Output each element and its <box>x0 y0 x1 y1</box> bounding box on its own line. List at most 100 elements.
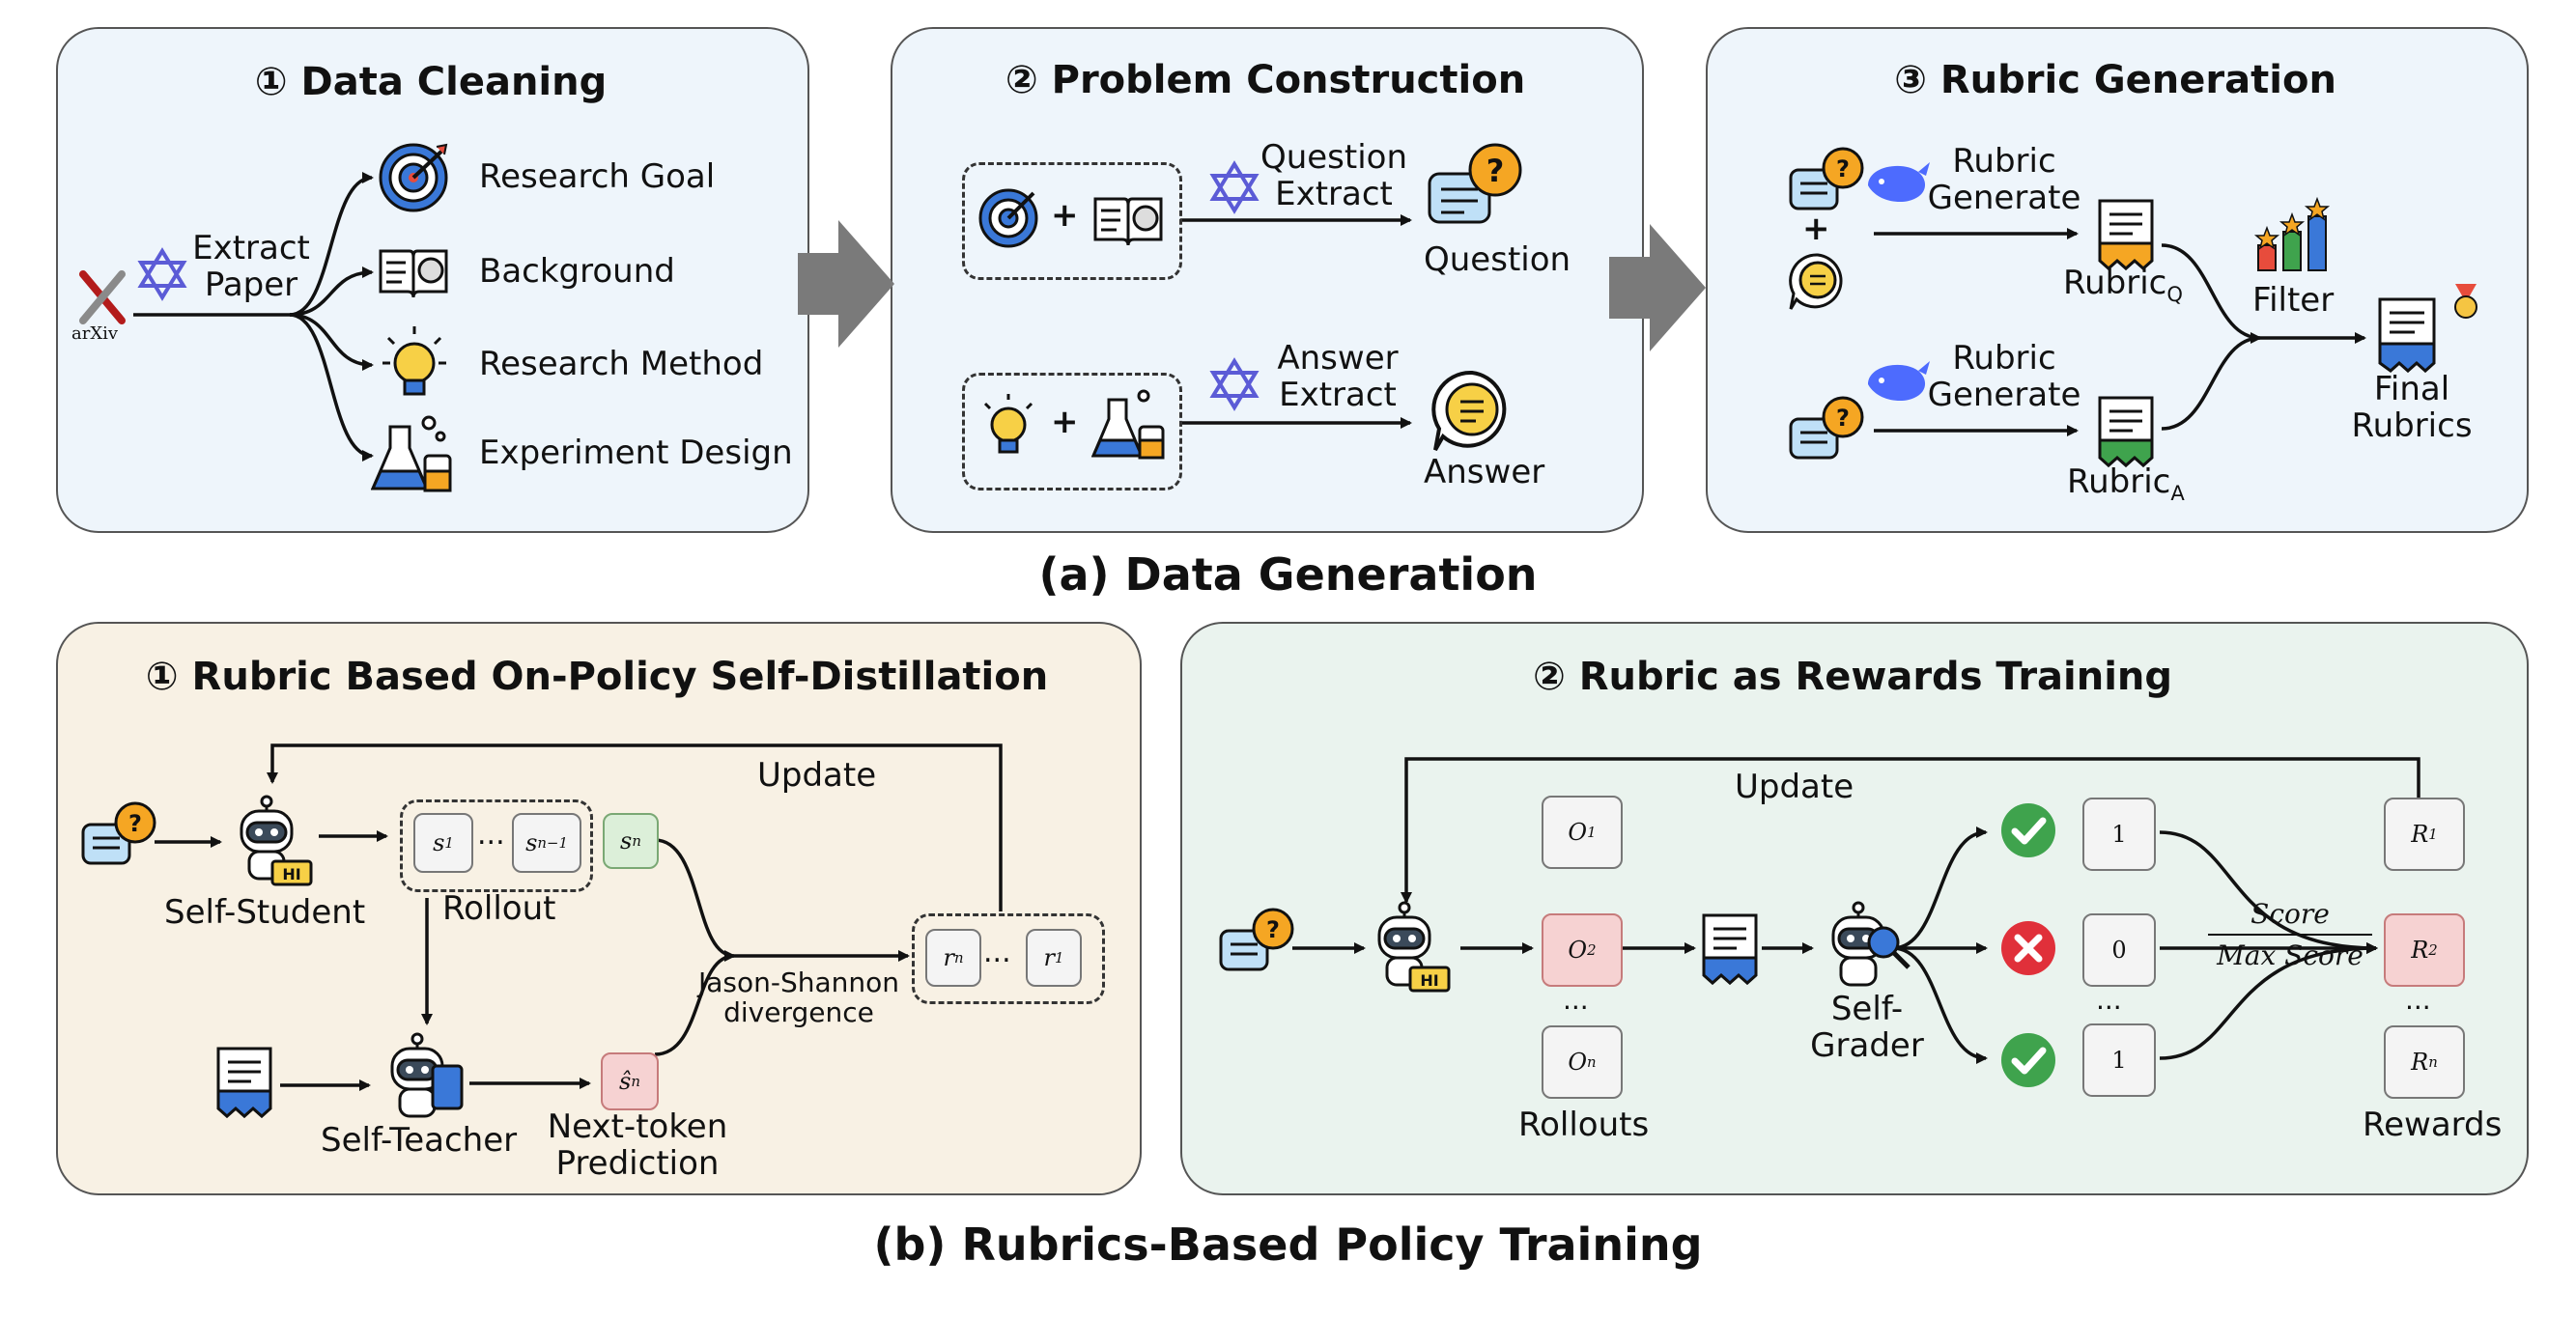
output-background: Background <box>479 252 675 291</box>
magnifier-icon <box>1867 926 1911 969</box>
rubric-doc-icon <box>216 1047 272 1118</box>
answer-bubble-icon <box>1789 253 1843 310</box>
sparkle-model-icon <box>1209 160 1260 214</box>
flask-icon <box>371 415 452 492</box>
target-icon <box>978 188 1038 248</box>
score-value-2: 0 <box>2082 913 2156 987</box>
target-icon <box>379 143 448 212</box>
bar-chart-icon <box>2253 197 2331 271</box>
question-output-label: Question <box>1424 240 1571 279</box>
medal-icon <box>2454 284 2477 319</box>
svg-text:?: ? <box>1266 916 1280 943</box>
ellipsis-rollouts: ... <box>1563 984 1589 1016</box>
ellipsis-rewards: ... <box>983 936 1011 969</box>
title-problem-construction: ② Problem Construction <box>1005 58 1526 102</box>
rubric-a-label: RubricA <box>2067 462 2185 505</box>
ellipsis-scores: ... <box>2096 984 2122 1016</box>
title-self-distillation: ① Rubric Based On-Policy Self-Distillati… <box>145 655 1049 699</box>
arxiv-logo <box>79 270 126 324</box>
caption-data-generation: (a) Data Generation <box>1038 548 1538 601</box>
svg-text:?: ? <box>1486 153 1505 189</box>
plus-sign-a: + <box>1051 403 1079 441</box>
filter-label: Filter <box>2252 281 2335 320</box>
self-teacher-label: Self-Teacher <box>321 1121 518 1160</box>
svg-text:?: ? <box>128 810 142 837</box>
svg-text:?: ? <box>1836 405 1850 432</box>
ellipsis-rollout: ... <box>477 818 505 852</box>
output-research-goal: Research Goal <box>479 157 716 196</box>
rubric-q-label: RubricQ <box>2063 264 2183 306</box>
check-icon <box>2001 803 2055 857</box>
score-value-1: 1 <box>2082 798 2156 871</box>
rollouts-label: Rollouts <box>1518 1106 1650 1144</box>
rubric-doc-icon <box>1702 913 1758 985</box>
update-label-rewards: Update <box>1735 768 1854 806</box>
output-research-method: Research Method <box>479 345 764 383</box>
rollout-group <box>400 799 593 892</box>
question-bubble-icon: ? <box>81 801 156 865</box>
robot-icon: HI <box>240 795 313 886</box>
whale-model-icon <box>1868 162 1930 203</box>
svg-text:?: ? <box>1836 155 1850 182</box>
answer-bubble-icon <box>1431 370 1507 451</box>
question-bubble-icon: ? <box>1789 396 1864 460</box>
title-rubric-rewards: ② Rubric as Rewards Training <box>1532 655 2173 699</box>
rubric-doc-icon <box>2098 396 2154 467</box>
robot-tag-hi: HI <box>1420 971 1438 990</box>
bulb-icon <box>382 326 446 396</box>
self-grader-label: Self-Grader <box>1810 990 1924 1066</box>
plus-sign-q: + <box>1051 196 1079 235</box>
self-student-label: Self-Student <box>164 893 366 932</box>
sparkle-model-icon <box>137 247 187 301</box>
answer-inputs-group <box>962 373 1182 490</box>
output-experiment-design: Experiment Design <box>479 434 793 472</box>
answer-output-label: Answer <box>1424 453 1545 491</box>
score-value-3: 1 <box>2082 1023 2156 1097</box>
rewards-label: Rewards <box>2363 1106 2503 1144</box>
question-bubble-icon: ? <box>1428 143 1522 224</box>
flask-icon <box>1091 389 1165 460</box>
robot-tag-hi: HI <box>282 865 300 883</box>
rollout-label: Rollout <box>442 889 556 928</box>
arxiv-label: arXiv <box>71 323 119 344</box>
ellipsis-reward-boxes: ... <box>2405 984 2431 1016</box>
book-icon <box>379 249 448 298</box>
question-bubble-icon: ? <box>1219 908 1294 971</box>
robot-icon: HI <box>1377 901 1451 993</box>
bulb-icon <box>983 394 1033 454</box>
question-inputs-group <box>962 162 1182 280</box>
sparkle-model-icon <box>1209 357 1260 411</box>
rubric-doc-icon <box>2098 199 2154 270</box>
score-fraction: Score Max Score <box>2208 898 2372 971</box>
panel-rubric-generation <box>1706 27 2529 533</box>
title-data-cleaning: ① Data Cleaning <box>254 60 608 104</box>
check-icon <box>2001 1033 2055 1087</box>
cross-icon <box>2001 921 2055 975</box>
reward-tokens-group <box>912 913 1105 1004</box>
rubric-doc-icon <box>2378 297 2436 373</box>
book-icon <box>1093 197 1163 246</box>
question-bubble-icon: ? <box>1789 147 1864 210</box>
caption-policy-training: (b) Rubrics-Based Policy Training <box>873 1219 1703 1271</box>
